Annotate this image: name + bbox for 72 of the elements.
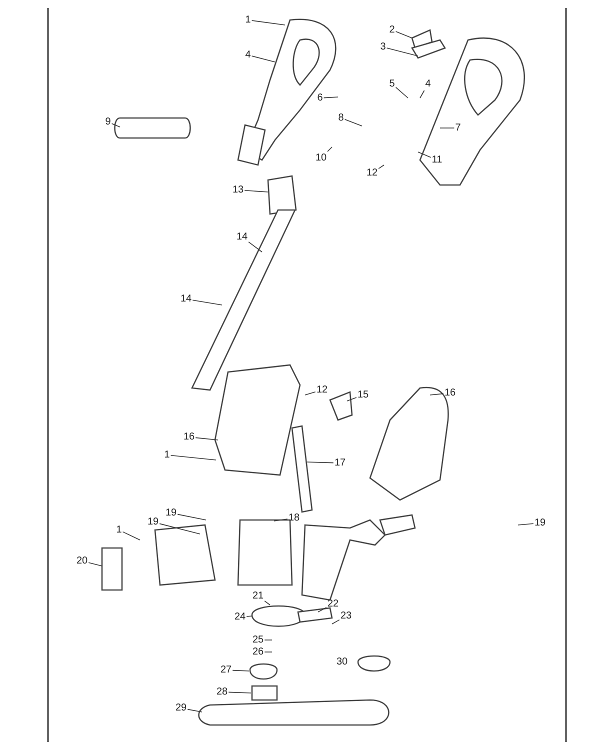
callout-number: 10 [315,152,327,164]
leader-line [418,152,432,158]
leader-line [274,518,288,522]
leader-line [122,531,140,540]
leader-line [332,619,340,624]
leader-line [264,600,270,606]
leader-line [192,300,222,306]
callout-number: 26 [252,646,264,658]
leader-line [430,393,444,396]
leader-line [195,437,218,440]
leader-line [232,670,250,672]
callout-number: 21 [252,590,264,602]
callout-number: 2 [389,24,395,36]
callout-number: 22 [327,598,339,610]
callout-number: 20 [76,556,88,566]
leader-line [518,523,534,526]
leader-line [323,96,338,98]
leader-line [251,20,286,26]
leader-line [420,90,425,98]
callout-number: 24 [234,612,246,622]
callout-number: 16 [183,432,195,442]
callout-number: 29 [175,702,187,714]
callout-number: 5 [389,78,395,90]
leader-line [248,242,262,252]
leader-line [395,31,412,38]
callout-number: 7 [455,122,461,134]
callout-number: 4 [245,50,251,60]
callout-number: 28 [216,686,228,698]
callout-number: 1 [245,14,251,26]
callout-number: 11 [432,154,442,166]
callout-number: 9 [105,116,111,128]
leader-line [111,123,120,128]
leader-line [386,48,418,56]
leader-line [346,397,357,402]
leader-line [177,514,206,520]
callout-number: 19 [165,508,177,518]
callout-number: 14 [236,232,248,242]
leader-line [228,692,252,694]
callout-number: 30 [336,656,348,668]
leader-line [344,119,362,126]
callout-number: 13 [232,184,244,196]
callout-number: 1 [164,450,170,460]
callout-number: 19 [534,518,546,528]
callout-number: 12 [316,384,328,396]
leader-line [378,164,384,169]
callout-number: 16 [444,388,456,398]
leader-line [395,86,408,98]
leader-line [246,616,252,617]
callout-number: 3 [380,42,386,52]
leader-line [306,462,334,464]
callout-number: 6 [317,92,323,104]
callout-number: 4 [425,78,431,90]
callout-number: 8 [338,112,344,124]
callout-number: 18 [288,512,300,524]
callout-number: 19 [147,516,159,528]
callout-number: 23 [340,610,352,622]
leader-line [170,455,216,460]
leader-line [251,56,276,62]
leader-line [327,146,332,152]
leader-line [304,392,316,396]
leader-line [88,562,102,566]
callout-number: 25 [252,634,264,646]
callout-number: 1 [116,524,122,536]
leader-line [244,190,268,192]
callout-number: 27 [220,664,232,676]
callout-number: 12 [366,168,378,178]
callout-number: 17 [334,458,346,468]
leader-line [318,607,327,612]
callout-number: 14 [180,294,192,304]
callout-number: 15 [357,390,369,400]
leader-line [187,708,202,712]
leader-line [159,523,200,534]
